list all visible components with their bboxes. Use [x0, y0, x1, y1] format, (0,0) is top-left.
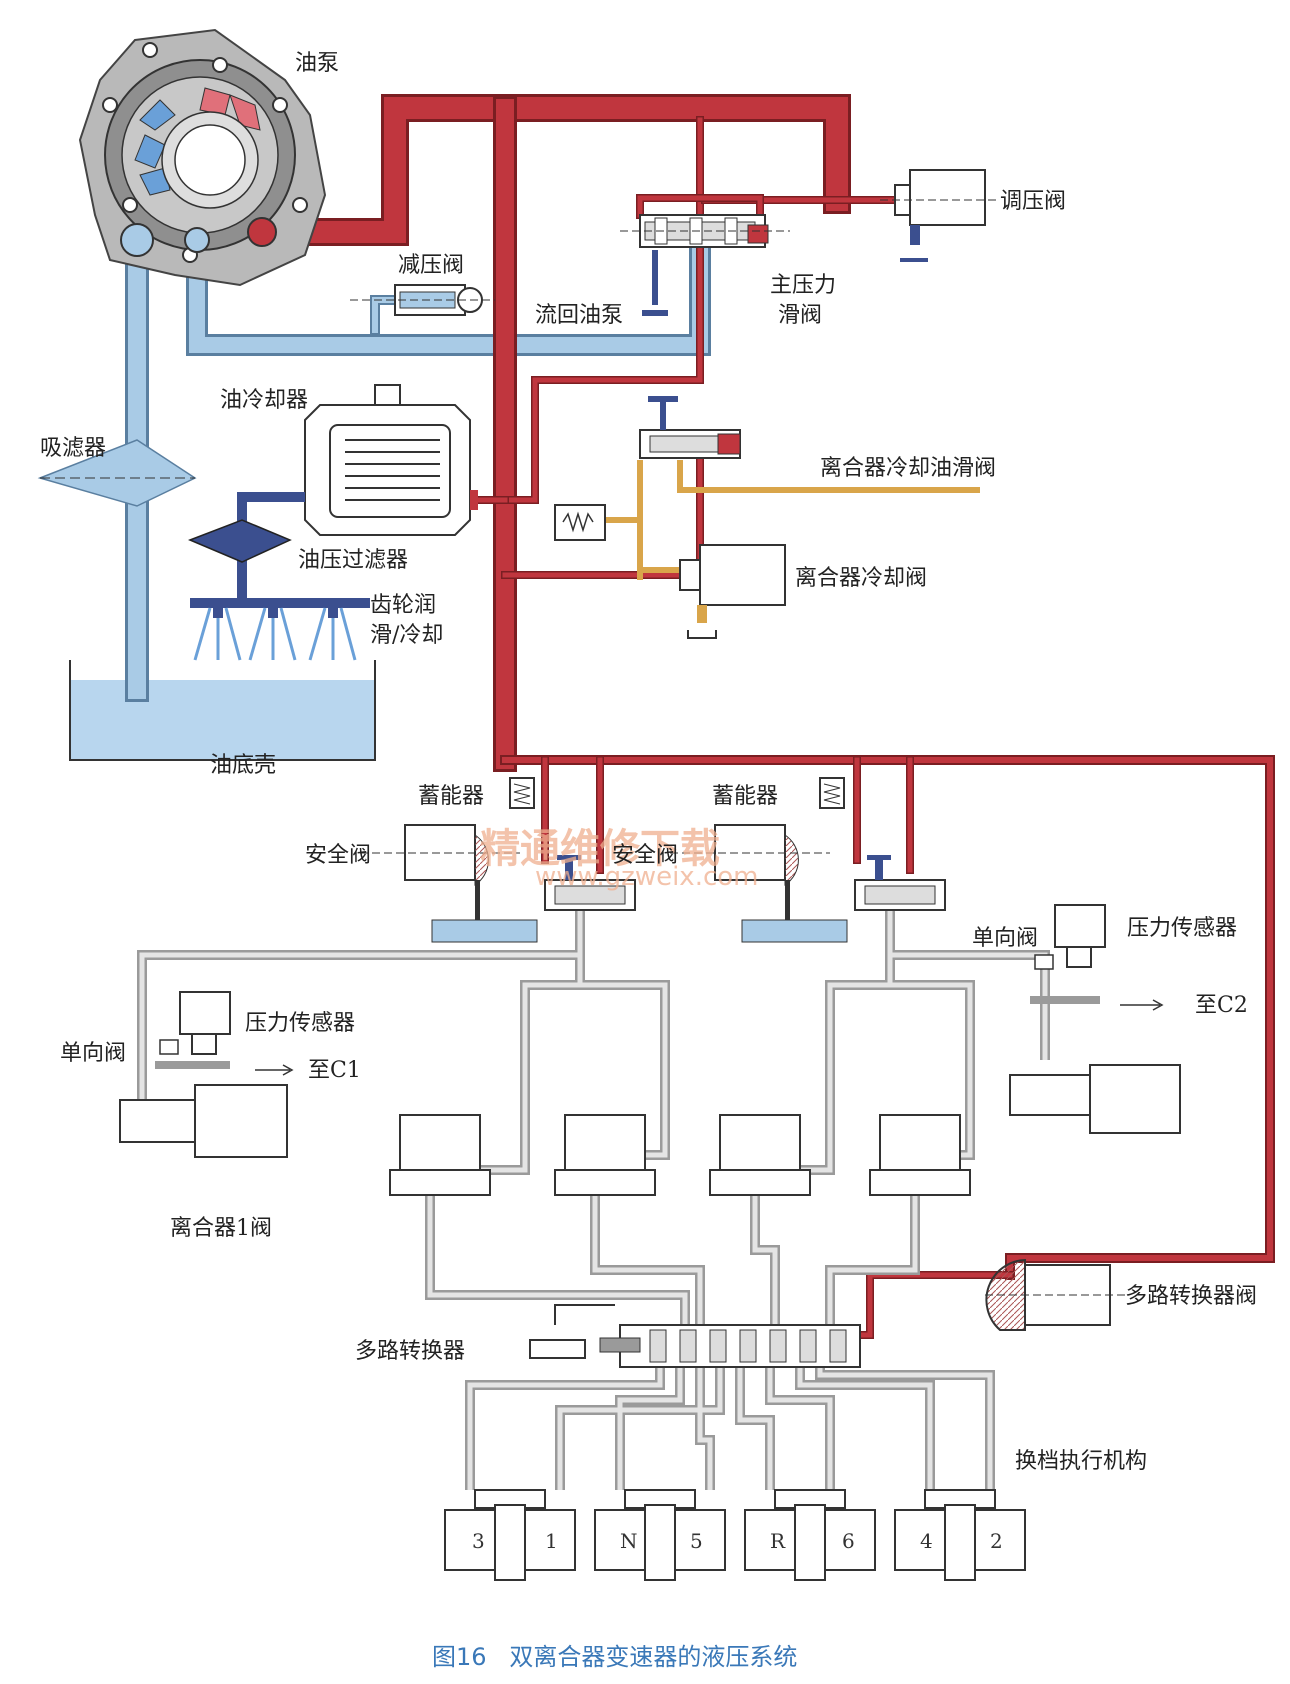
multiplexer: [529, 1304, 861, 1368]
label-main-pressure-1: 主压力: [770, 273, 836, 298]
pressure-reducing-valve: [350, 284, 495, 316]
pressure-control-valve-right: [854, 855, 946, 911]
shift-solenoids: [389, 1114, 971, 1196]
label-clutch1-valve: 离合器1阀: [170, 1216, 272, 1241]
gear-labels: 3 1 N 5 R 6 4 2: [472, 1529, 1003, 1553]
figure-caption: 图16 双离合器变速器的液压系统: [432, 1643, 797, 1671]
label-oil-pump: 油泵: [295, 51, 339, 76]
label-suction-filter: 吸滤器: [40, 436, 106, 461]
safety-valve-left: [360, 824, 538, 943]
label-accumulator-left: 蓄能器: [418, 784, 484, 809]
solenoid-3: [719, 1114, 801, 1171]
gear-label: 5: [690, 1529, 703, 1553]
label-pressure-reducing-valve: 减压阀: [398, 253, 464, 278]
actuator-4: [894, 1489, 1026, 1581]
label-to-c1: 至C1: [308, 1058, 361, 1083]
label-multiplexer-valve: 多路转换器阀: [1125, 1284, 1257, 1309]
clutch2-valve: [1009, 1064, 1181, 1134]
sump: [69, 660, 376, 761]
watermark-url: www.gzweix.com: [535, 862, 759, 892]
solenoid-2: [564, 1114, 646, 1171]
label-clutch-cooling-slide-valve: 离合器冷却油滑阀: [820, 456, 996, 481]
pressure-sensor-right: [1030, 904, 1164, 1011]
label-return-pump: 流回油泵: [535, 303, 623, 328]
label-clutch-cooling-valve: 离合器冷却阀: [795, 566, 927, 591]
label-check-valve-right: 单向阀: [972, 926, 1038, 951]
pressure-filter: [187, 519, 370, 661]
clutch1-valve: [119, 1084, 288, 1158]
main-pressure-slide-valve: [620, 214, 790, 316]
label-gear-lube-2: 滑/冷却: [370, 623, 443, 648]
label-shift-actuator: 换档执行机构: [1015, 1449, 1147, 1474]
label-pressure-sensor-right: 压力传感器: [1127, 916, 1237, 941]
clutch-cooling-slide-valve: [639, 396, 741, 459]
gear-label: N: [620, 1529, 638, 1553]
cooling-lines: [600, 460, 980, 580]
actuator-2: [594, 1489, 726, 1581]
label-check-valve-left: 单向阀: [60, 1041, 126, 1066]
watermark-text: 精通维修下载: [480, 825, 720, 872]
solenoid-4: [879, 1114, 961, 1171]
oil-cooler: [304, 384, 478, 536]
gear-label: 6: [842, 1529, 855, 1553]
label-accumulator-right: 蓄能器: [712, 784, 778, 809]
label-gear-lube-1: 齿轮润: [370, 593, 436, 618]
spring-valve: [554, 504, 606, 541]
labels: 油泵 减压阀 流回油泵 调压阀 主压力 滑阀 吸滤器 油冷却器 油压过滤器 齿轮…: [40, 51, 1257, 1474]
gear-label: R: [770, 1529, 786, 1553]
actuator-3: [744, 1489, 876, 1581]
shift-actuators: [444, 1489, 1026, 1581]
accumulator-right: [819, 777, 845, 809]
label-main-pressure-2: 滑阀: [778, 303, 822, 328]
actuator-1: [444, 1489, 576, 1581]
label-safety-valve-right: 安全阀: [612, 843, 678, 868]
gear-label: 3: [472, 1529, 485, 1553]
label-pressure-regulator: 调压阀: [1000, 189, 1066, 214]
clutch-cooling-valve: [679, 544, 786, 639]
label-sump: 油底壳: [210, 753, 276, 778]
gear-label: 4: [920, 1529, 933, 1553]
gear-label: 1: [545, 1529, 558, 1553]
multiplexer-valve: [985, 1258, 1125, 1331]
solenoid-1: [399, 1114, 481, 1171]
label-to-c2: 至C2: [1195, 993, 1248, 1018]
label-safety-valve-left: 安全阀: [305, 843, 371, 868]
label-pressure-filter: 油压过滤器: [298, 548, 408, 573]
label-multiplexer: 多路转换器: [355, 1339, 465, 1364]
label-oil-cooler: 油冷却器: [220, 388, 308, 413]
pressure-sensor-left: [155, 991, 294, 1076]
label-pressure-sensor-left: 压力传感器: [245, 1011, 355, 1036]
suction-filter: [37, 439, 197, 507]
safety-valve-right: [670, 824, 848, 943]
pressure-control-valve-left: [544, 855, 636, 911]
accumulator-left: [509, 777, 535, 809]
gear-label: 2: [990, 1529, 1003, 1553]
oil-pump: [78, 28, 327, 287]
filter-lines: [237, 492, 305, 600]
pressure-regulator: [880, 169, 1000, 262]
